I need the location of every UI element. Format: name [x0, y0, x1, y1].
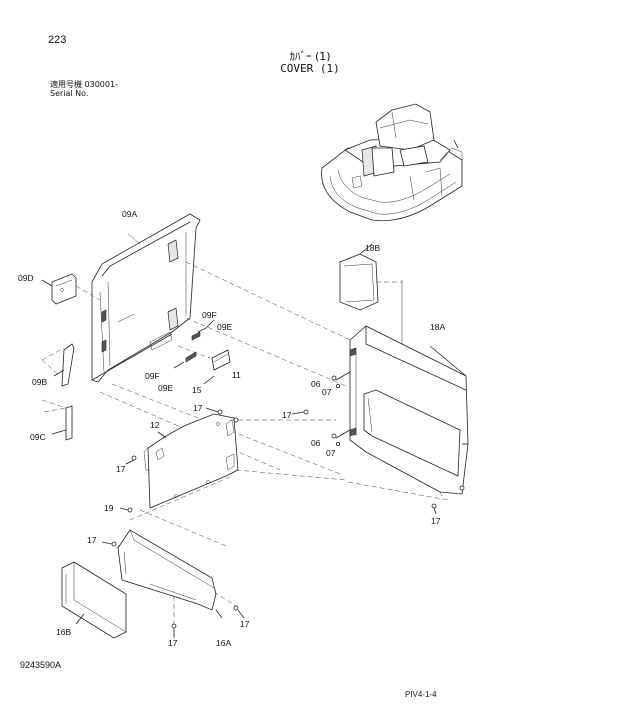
- guide-line: [139, 509, 227, 547]
- guide-line: [213, 591, 237, 607]
- serial-info: 適用号機 030001- Serial No.: [50, 80, 118, 98]
- callout-09A: 09A: [122, 209, 137, 219]
- document-code: 9243590A: [20, 660, 62, 670]
- callout-18B: 18B: [365, 243, 380, 253]
- callout-07: 07: [326, 448, 336, 458]
- hardware-06-07: [331, 371, 351, 446]
- callout-17: 17: [168, 638, 178, 648]
- callout-09C: 09C: [30, 432, 46, 442]
- callout-12: 12: [150, 420, 160, 430]
- part-09A-cover: [91, 213, 201, 383]
- callout-06: 06: [311, 438, 321, 448]
- title-english: COVER (1): [280, 62, 340, 75]
- callout-09F: 09F: [202, 310, 217, 320]
- callout-09F: 09F: [145, 371, 160, 381]
- callout-17: 17: [282, 410, 292, 420]
- guide-line: [347, 481, 449, 501]
- part-16A-cover: [117, 529, 223, 619]
- callout-16A: 16A: [216, 638, 231, 648]
- part-18A-cover: [349, 325, 469, 497]
- callout-17: 17: [431, 516, 441, 526]
- callout-06: 06: [311, 379, 321, 389]
- guide-line: [235, 469, 347, 481]
- guide-line: [129, 475, 233, 521]
- callout-17: 17: [240, 619, 250, 629]
- callout-17: 17: [116, 464, 126, 474]
- guide-line: [185, 261, 351, 341]
- callout-17: 17: [193, 403, 203, 413]
- guide-line: [185, 317, 347, 387]
- page-number: 223: [48, 34, 67, 46]
- part-12-panel: [143, 413, 239, 509]
- part-09D: [41, 273, 101, 305]
- callout-15: 15: [192, 385, 202, 395]
- callout-09B: 09B: [32, 377, 47, 387]
- callout-17: 17: [87, 535, 97, 545]
- callout-19: 19: [104, 503, 114, 513]
- title-japanese: ｶﾊﾞｰ (1): [289, 50, 331, 63]
- serial-japanese: 適用号機 030001-: [50, 80, 118, 89]
- callout-09D: 09D: [18, 273, 34, 283]
- fasteners-17-19: [101, 407, 437, 638]
- part-09B: [41, 343, 75, 387]
- reference-code: PIV4-1-4: [405, 690, 437, 699]
- part-16B-pad: [61, 561, 127, 639]
- callout-09E: 09E: [217, 322, 232, 332]
- serial-english: Serial No.: [50, 89, 89, 98]
- machine-overview-illustration: [321, 103, 463, 222]
- parts-09F-09E-11-15: [173, 319, 231, 385]
- callout-09E: 09E: [158, 383, 173, 393]
- callout-16B: 16B: [56, 627, 71, 637]
- callout-18A: 18A: [430, 322, 445, 332]
- part-09C: [41, 399, 73, 441]
- callout-11: 11: [232, 370, 241, 380]
- callout-07: 07: [322, 387, 332, 397]
